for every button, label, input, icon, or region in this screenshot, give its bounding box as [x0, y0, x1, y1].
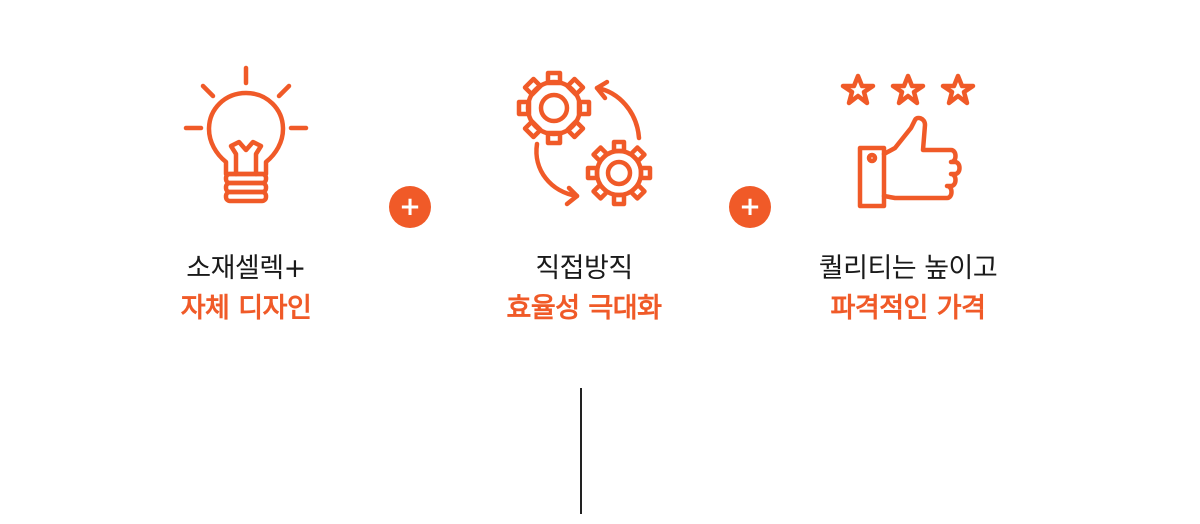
feature-card-efficiency: 직접방직 효율성 극대화 [434, 0, 734, 340]
feature-line1: 직접방직 [535, 253, 633, 284]
plus-icon: + [389, 186, 431, 228]
feature-card-price: 퀄리티는 높이고 파격적인 가격 [758, 0, 1058, 340]
plus-icon: + [729, 186, 771, 228]
feature-line1: 소재셀렉+ [186, 253, 306, 284]
feature-line2: 파격적인 가격 [830, 293, 986, 324]
feature-line2: 효율성 극대화 [506, 293, 662, 324]
lightbulb-icon [96, 58, 396, 218]
gears-cycle-icon [434, 58, 734, 218]
feature-line2: 자체 디자인 [180, 293, 312, 324]
feature-card-design: 소재셀렉+ 자체 디자인 [96, 0, 396, 340]
feature-line1: 퀄리티는 높이고 [818, 253, 998, 284]
vertical-divider [580, 388, 582, 514]
thumbs-up-stars-icon [758, 58, 1058, 218]
